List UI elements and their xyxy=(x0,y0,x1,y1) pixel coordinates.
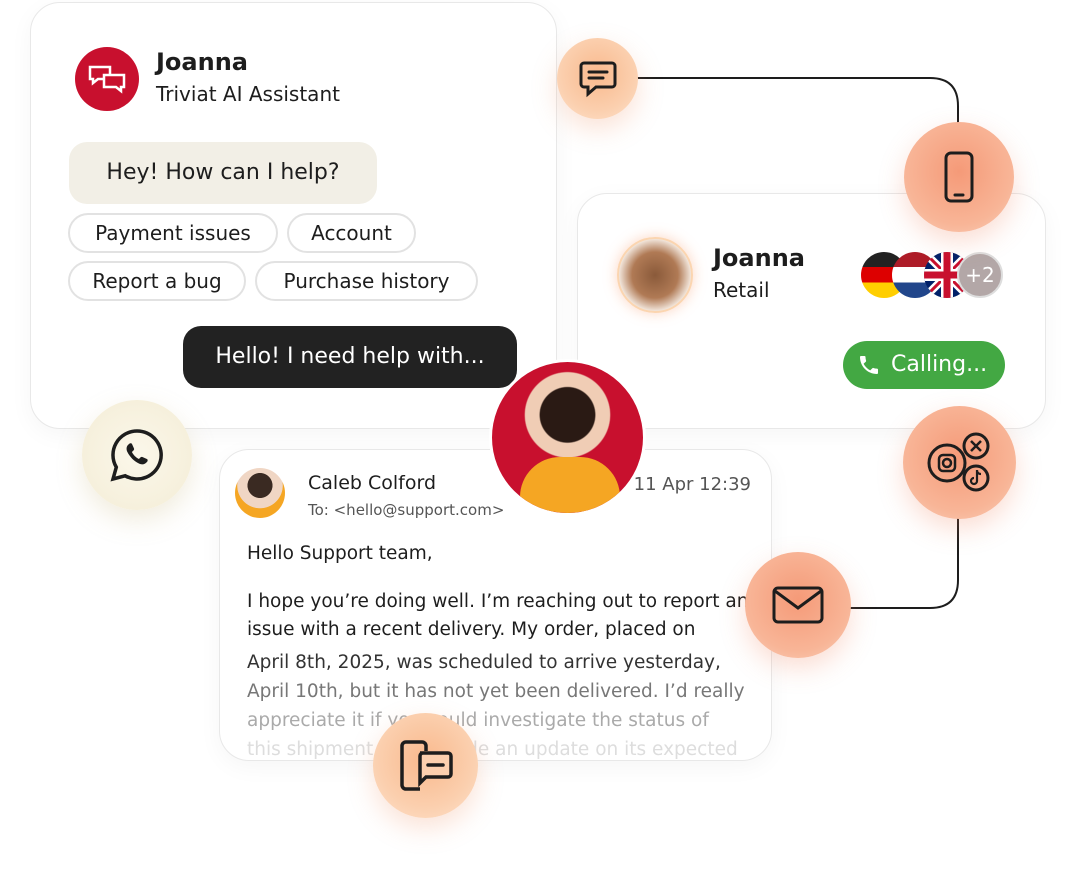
quick-reply-report-bug[interactable]: Report a bug xyxy=(68,261,246,301)
phone-icon xyxy=(860,356,878,374)
sender-avatar xyxy=(235,468,285,518)
email-timestamp: 11 Apr 12:39 xyxy=(633,474,751,495)
customer-photo xyxy=(489,359,646,516)
assistant-greeting-bubble: Hey! How can I help? xyxy=(69,142,377,204)
phone-channel-button[interactable] xyxy=(904,122,1014,232)
agent-avatar xyxy=(617,237,693,313)
social-channels-button[interactable] xyxy=(903,406,1016,519)
email-card: Caleb Colford To: <hello@support.com> 11… xyxy=(219,449,772,761)
quick-reply-payment-issues[interactable]: Payment issues xyxy=(68,213,278,253)
quick-reply-account[interactable]: Account xyxy=(287,213,416,253)
email-body-line: April 8th, 2025, was scheduled to arrive… xyxy=(247,652,721,673)
email-body-line: appreciate it if you could investigate t… xyxy=(247,710,709,731)
triviat-logo-icon xyxy=(75,47,139,111)
whatsapp-icon xyxy=(110,429,163,482)
agent-name: Joanna xyxy=(713,244,805,272)
sms-channel-button[interactable] xyxy=(373,713,478,818)
email-greeting: Hello Support team, xyxy=(247,543,433,564)
social-media-icon xyxy=(927,432,989,491)
calling-status-button[interactable]: Calling... xyxy=(843,341,1005,389)
whatsapp-channel-button[interactable] xyxy=(82,400,192,510)
user-message-bubble: Hello! I need help with... xyxy=(183,326,517,388)
mobile-phone-icon xyxy=(944,151,974,203)
email-body-line: April 10th, but it has not yet been deli… xyxy=(247,681,745,702)
email-body-line: issue with a recent delivery. My order, … xyxy=(247,619,696,640)
email-recipient: To: <hello@support.com> xyxy=(308,501,505,519)
more-languages-badge: +2 xyxy=(957,252,1003,298)
quick-reply-purchase-history[interactable]: Purchase history xyxy=(255,261,478,301)
email-body-line: this shipment and provide an update on i… xyxy=(247,739,738,760)
agent-department: Retail xyxy=(713,278,770,302)
assistant-name: Joanna xyxy=(156,48,248,76)
email-body-line: I hope you’re doing well. I’m reaching o… xyxy=(247,591,749,612)
sms-phone-chat-icon xyxy=(399,739,453,791)
envelope-icon xyxy=(772,586,824,624)
email-sender: Caleb Colford xyxy=(308,472,436,494)
email-channel-button[interactable] xyxy=(745,552,851,658)
assistant-subtitle: Triviat AI Assistant xyxy=(156,82,340,106)
chat-bubble-icon xyxy=(579,61,616,97)
calling-status-label: Calling... xyxy=(891,352,988,377)
chat-channel-button[interactable] xyxy=(557,38,638,119)
